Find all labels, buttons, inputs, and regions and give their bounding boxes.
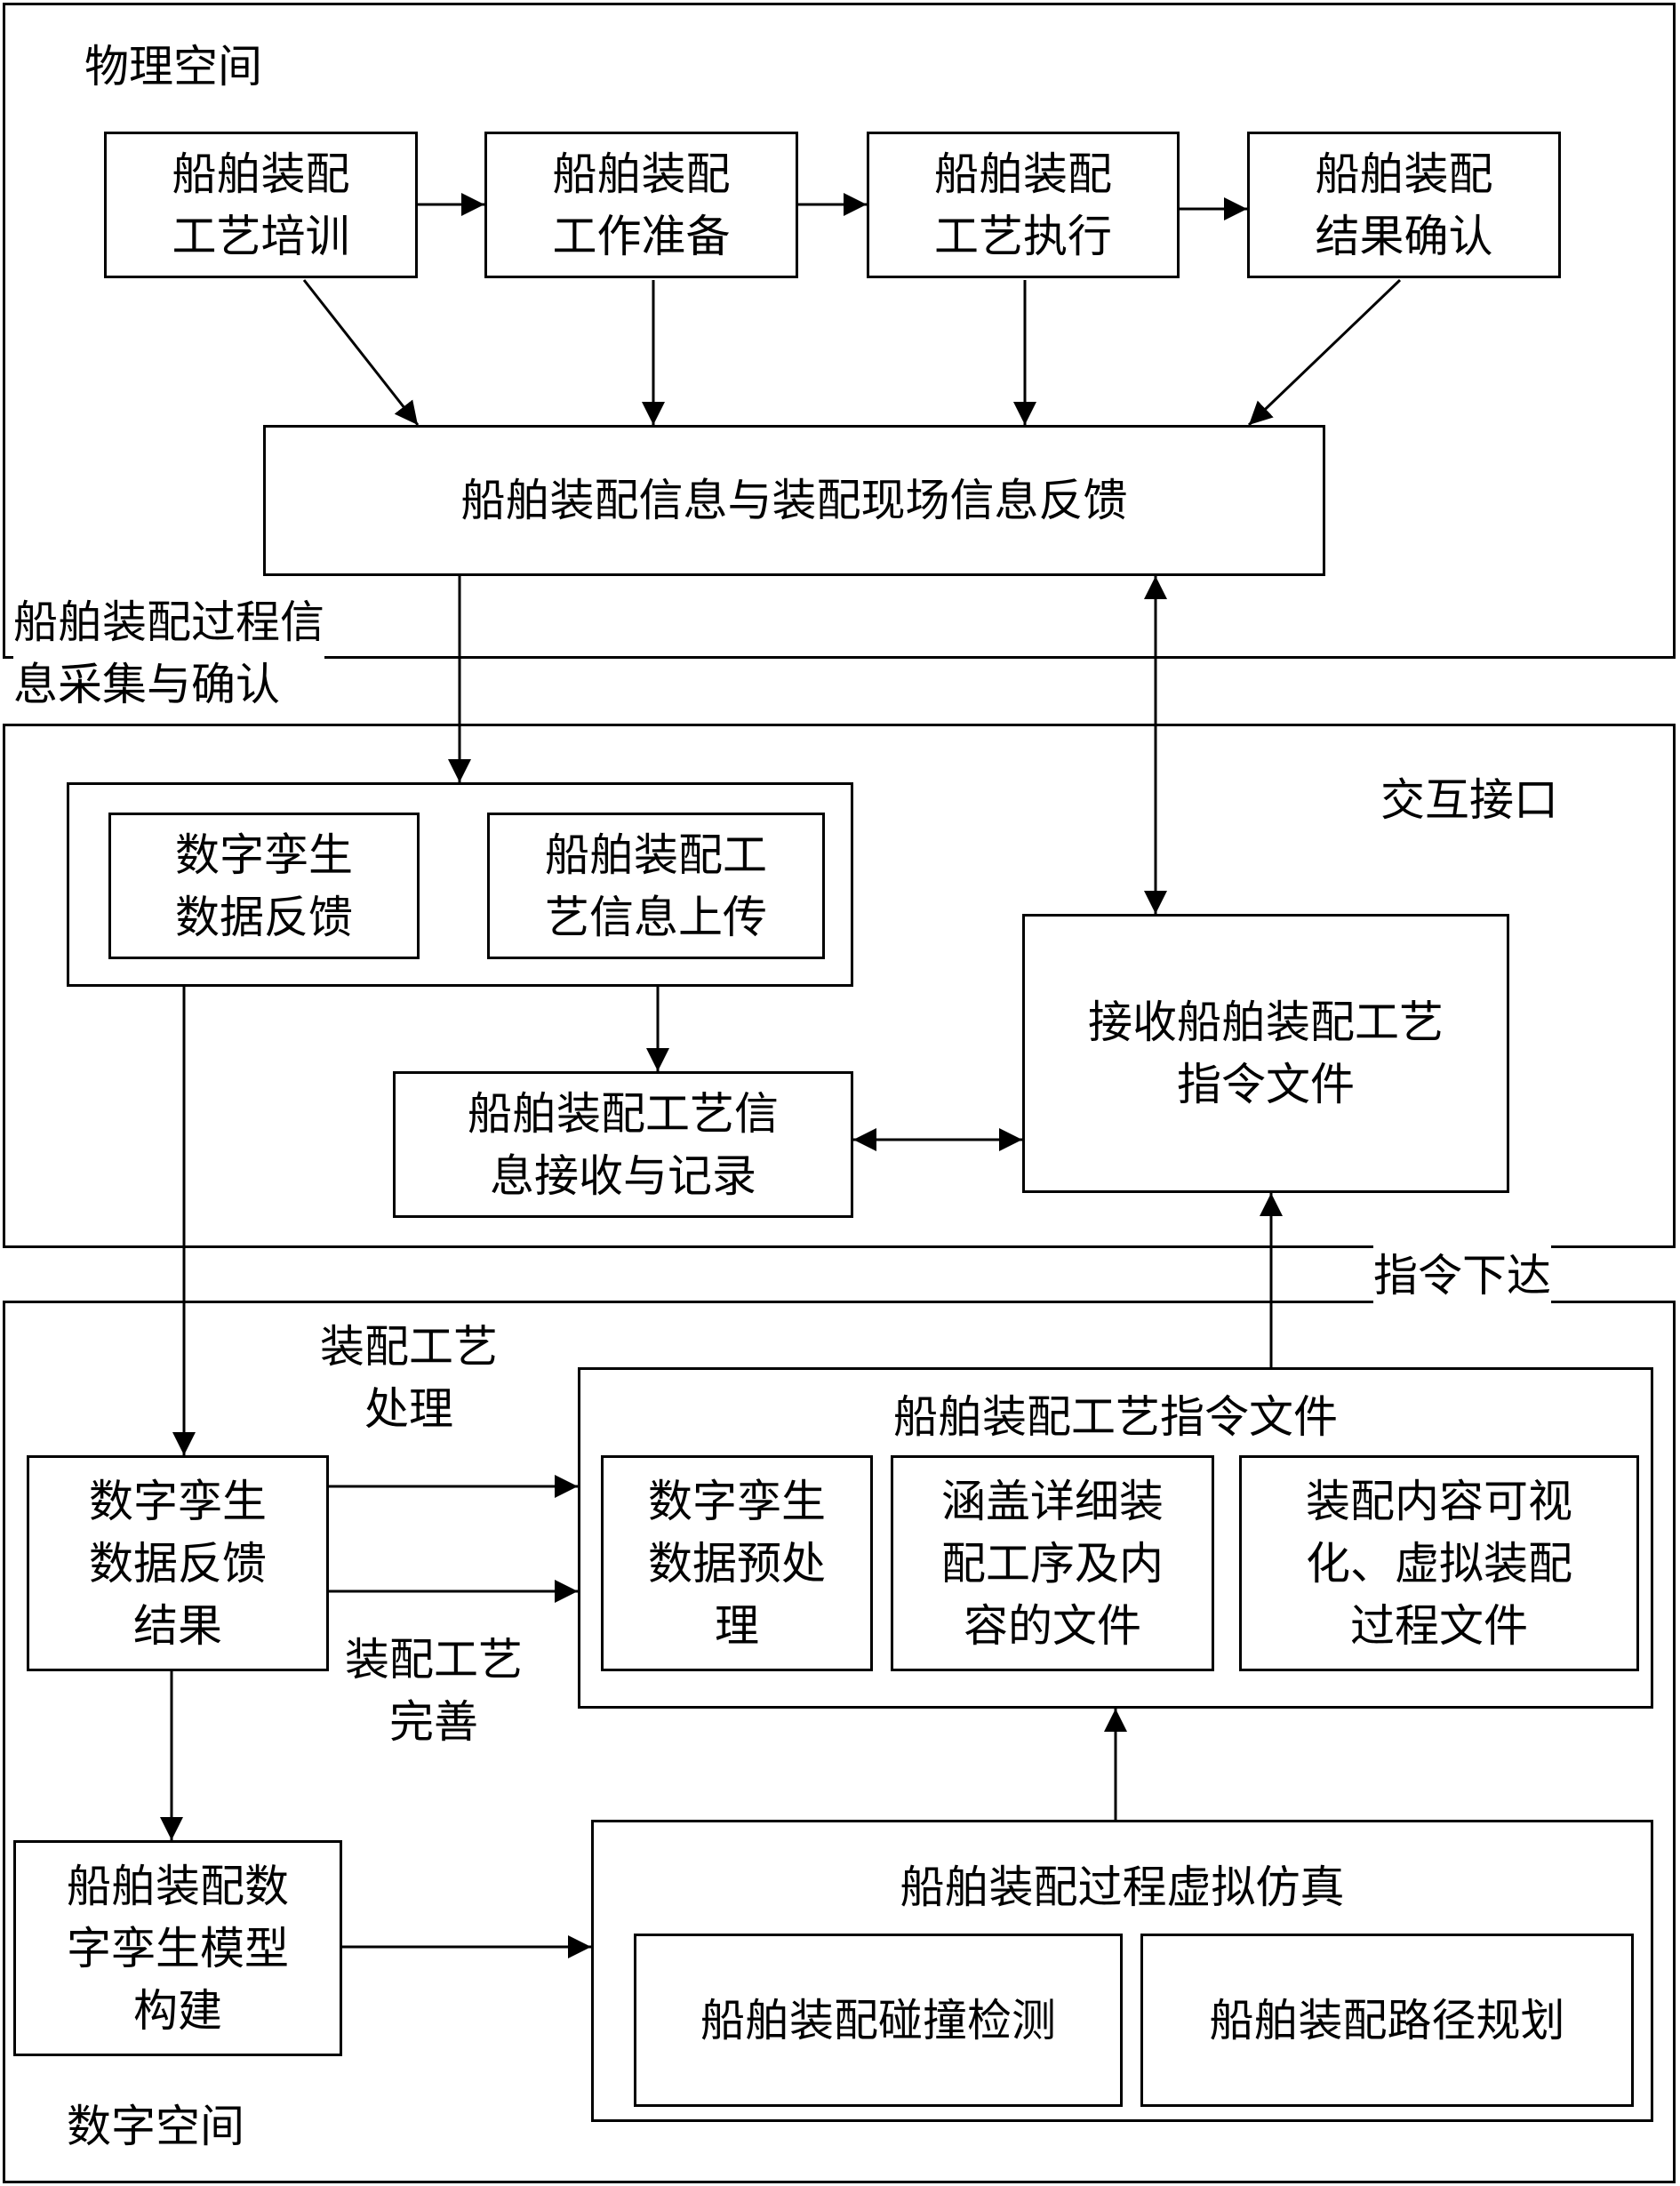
instruction-item-procedure-file: 涵盖详细装 配工序及内 容的文件 bbox=[891, 1455, 1214, 1671]
interaction-interface-region bbox=[3, 724, 1676, 1248]
process-handling-label: 装配工艺 处理 bbox=[320, 1321, 498, 1435]
path-planning-text: 船舶装配路径规划 bbox=[1209, 1994, 1565, 2046]
info-receive-record-box: 船舶装配工艺信 息接收与记录 bbox=[393, 1071, 853, 1218]
instruction-item-visualization-file: 装配内容可视 化、虚拟装配 过程文件 bbox=[1239, 1455, 1639, 1671]
path-planning-box: 船舶装配路径规划 bbox=[1140, 1934, 1634, 2107]
site-feedback-box: 船舶装配信息与装配现场信息反馈 bbox=[263, 425, 1325, 576]
step-training-box: 船舶装配 工艺培训 bbox=[104, 132, 418, 278]
info-receive-record-text: 船舶装配工艺信 息接收与记录 bbox=[468, 1087, 779, 1202]
receive-instruction-file-box: 接收船舶装配工艺 指令文件 bbox=[1022, 914, 1509, 1193]
step-execution-box: 船舶装配 工艺执行 bbox=[867, 132, 1180, 278]
process-improvement-label: 装配工艺 完善 bbox=[345, 1634, 523, 1748]
step-preparation-text: 船舶装配 工作准备 bbox=[552, 148, 731, 262]
interaction-interface-label: 交互接口 bbox=[1380, 774, 1558, 826]
digital-space-region bbox=[3, 1301, 1676, 2183]
instruction-item-preprocess: 数字孪生 数据预处 理 bbox=[601, 1455, 873, 1671]
digital-twin-model-text: 船舶装配数 字孪生模型 构建 bbox=[67, 1860, 289, 2037]
step-execution-text: 船舶装配 工艺执行 bbox=[934, 148, 1112, 262]
instruction-file-title: 船舶装配工艺指令文件 bbox=[893, 1391, 1338, 1443]
step-confirmation-text: 船舶装配 结果确认 bbox=[1315, 148, 1493, 262]
instruction-item-procedure-file-text: 涵盖详细装 配工序及内 容的文件 bbox=[941, 1475, 1164, 1652]
process-info-upload-box: 船舶装配工 艺信息上传 bbox=[487, 813, 825, 959]
site-feedback-text: 船舶装配信息与装配现场信息反馈 bbox=[460, 475, 1128, 526]
twin-data-feedback-text: 数字孪生 数据反馈 bbox=[175, 829, 353, 943]
physical-space-label: 物理空间 bbox=[84, 41, 262, 92]
command-issue-label: 指令下达 bbox=[1373, 1245, 1551, 1307]
step-confirmation-box: 船舶装配 结果确认 bbox=[1247, 132, 1561, 278]
collision-detection-text: 船舶装配碰撞检测 bbox=[700, 1994, 1056, 2046]
instruction-item-visualization-file-text: 装配内容可视 化、虚拟装配 过程文件 bbox=[1306, 1475, 1572, 1652]
arrow-confirm-to-feedback bbox=[1247, 278, 1402, 427]
step-training-text: 船舶装配 工艺培训 bbox=[172, 148, 350, 262]
arrow-training-to-feedback bbox=[302, 279, 420, 426]
twin-feedback-result-box: 数字孪生 数据反馈 结果 bbox=[27, 1455, 329, 1671]
process-info-collection-label: 船舶装配过程信 息采集与确认 bbox=[13, 591, 324, 716]
step-preparation-box: 船舶装配 工作准备 bbox=[484, 132, 798, 278]
physical-space-region bbox=[3, 3, 1676, 659]
digital-twin-model-box: 船舶装配数 字孪生模型 构建 bbox=[13, 1840, 342, 2056]
virtual-simulation-title: 船舶装配过程虚拟仿真 bbox=[900, 1862, 1345, 1913]
receive-instruction-file-text: 接收船舶装配工艺 指令文件 bbox=[1088, 997, 1444, 1110]
twin-data-feedback-box: 数字孪生 数据反馈 bbox=[108, 813, 420, 959]
instruction-item-preprocess-text: 数字孪生 数据预处 理 bbox=[648, 1475, 826, 1652]
collision-detection-box: 船舶装配碰撞检测 bbox=[634, 1934, 1123, 2107]
twin-feedback-result-text: 数字孪生 数据反馈 结果 bbox=[89, 1475, 267, 1652]
process-info-upload-text: 船舶装配工 艺信息上传 bbox=[545, 829, 767, 943]
digital-space-label: 数字空间 bbox=[67, 2101, 244, 2152]
